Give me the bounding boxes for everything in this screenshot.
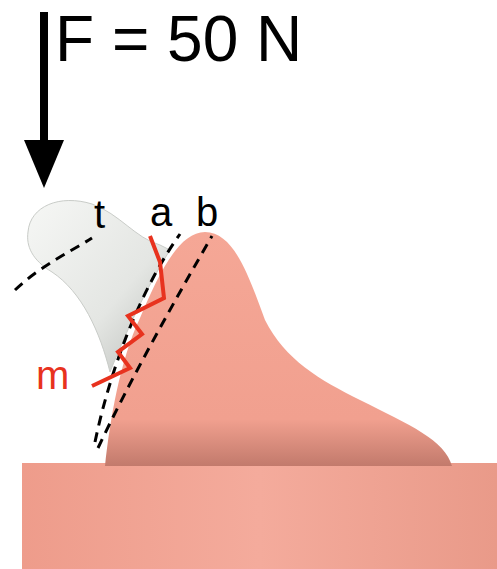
interface-label: m	[36, 355, 69, 395]
force-arrow-head	[24, 140, 64, 188]
region-label: t	[94, 194, 105, 234]
interface-line	[92, 236, 164, 386]
force-arrow-shaft	[40, 12, 48, 146]
force-label: F = 50 N	[55, 7, 302, 71]
region-label: b	[196, 192, 218, 232]
base-slab	[22, 463, 497, 569]
dashed-line-b	[98, 236, 212, 448]
dashed-line-t	[15, 238, 92, 290]
region-label: a	[150, 192, 172, 232]
